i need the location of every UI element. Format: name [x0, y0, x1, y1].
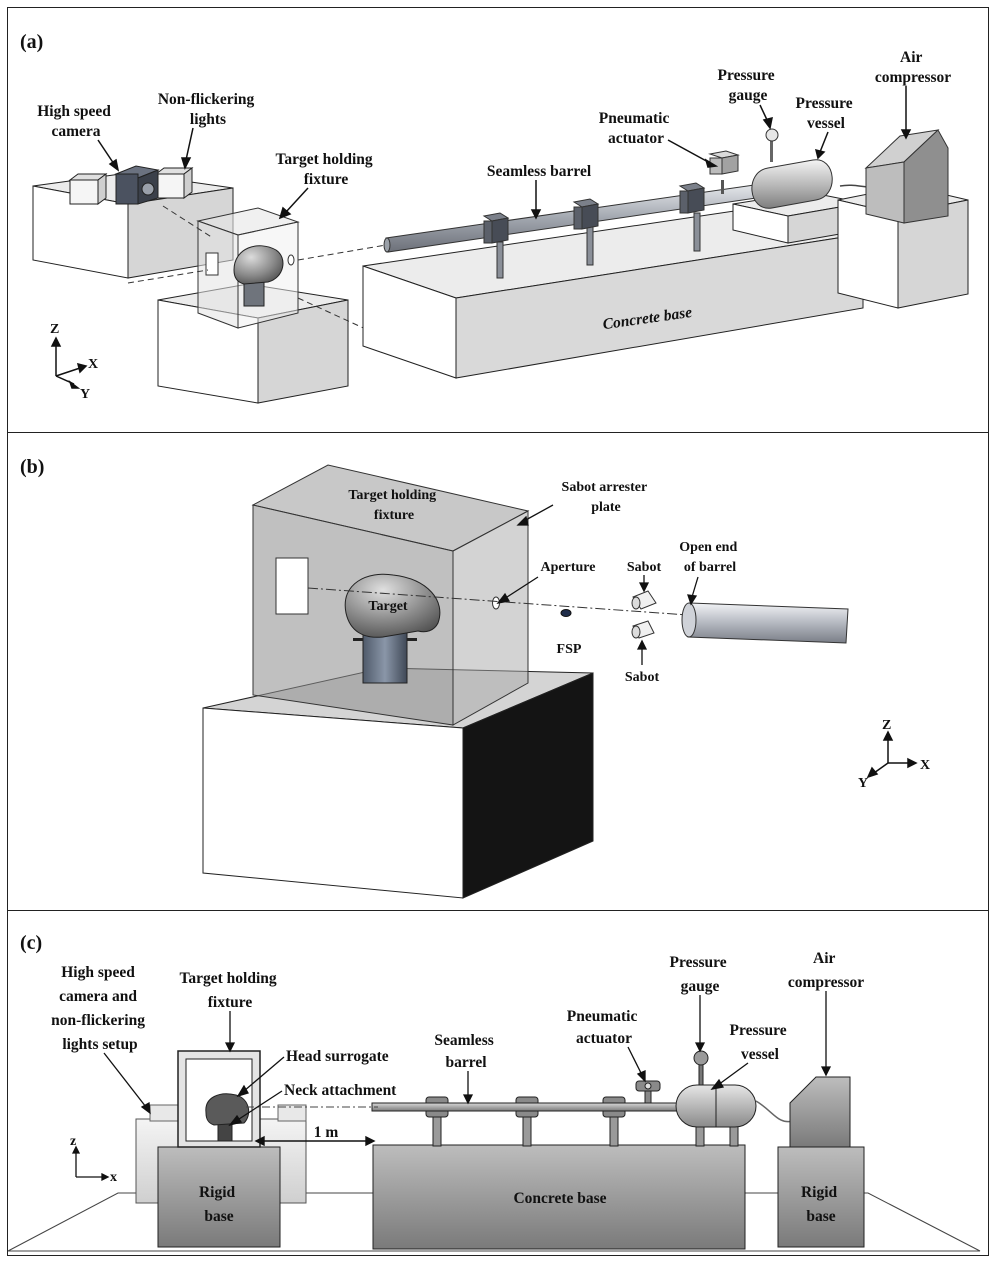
axis-a-x: X	[88, 357, 98, 372]
label-a-compressor: Air compressor	[875, 49, 951, 86]
pressure-gauge-a	[765, 128, 779, 162]
label-a-vessel: Pressure vessel	[796, 95, 857, 132]
label-c-head: Head surrogate	[286, 1048, 389, 1065]
label-a-lights: Non-flickering lights	[158, 91, 258, 128]
axes-a	[50, 336, 88, 389]
label-c-concrete: Concrete base	[513, 1190, 606, 1207]
label-c-actuator: Pneumatic actuator	[567, 1008, 641, 1047]
label-c-rigid-left: Rigid base	[199, 1184, 239, 1225]
label-b-sabot-bottom: Sabot	[625, 670, 660, 685]
label-a-gauge: Pressure gauge	[718, 67, 779, 104]
air-compressor-c	[789, 1076, 851, 1148]
axis-b-y: Y	[858, 776, 868, 791]
panel-c-diagram: (c)	[8, 932, 981, 1252]
target-head-b	[344, 573, 441, 684]
axis-a-y: Y	[80, 387, 90, 402]
seamless-barrel-c	[371, 1102, 681, 1112]
label-a-actuator: Pneumatic actuator	[599, 110, 673, 147]
pressure-vessel-c	[675, 1084, 757, 1128]
panel-c: (c)	[7, 910, 989, 1256]
label-b-open-end: Open end of barrel	[679, 540, 740, 575]
panel-a-diagram: (a)	[20, 31, 969, 404]
label-c-barrel: Seamless barrel	[434, 1032, 497, 1071]
panel-b-diagram: (b) Target holding fixture	[20, 456, 930, 899]
axes-c	[71, 1145, 110, 1182]
air-compressor-a	[864, 129, 949, 224]
rigid-base-right	[777, 1146, 865, 1248]
light-box-right	[154, 167, 194, 199]
leader-arrows-a	[97, 86, 912, 220]
pressure-gauge-c	[693, 1050, 709, 1088]
label-b-aperture: Aperture	[541, 560, 596, 575]
light-box-left	[68, 173, 108, 205]
head-surrogate-a	[233, 245, 284, 307]
fsp-projectile	[560, 609, 572, 617]
label-a-camera: High speed camera	[37, 103, 115, 140]
label-c-distance: 1 m	[314, 1124, 339, 1141]
axis-b-x: X	[920, 758, 930, 773]
label-c-vessel: Pressure vessel	[730, 1022, 791, 1063]
label-c-neck: Neck attachment	[284, 1082, 397, 1099]
axis-c-x: x	[110, 1170, 117, 1185]
label-b-fixture: Target holding fixture	[348, 488, 439, 523]
label-c-rigid-right: Rigid base	[801, 1184, 841, 1225]
panel-b: (b) Target holding fixture	[7, 432, 989, 912]
panel-b-label: (b)	[20, 456, 44, 478]
label-a-fixture: Target holding fixture	[275, 151, 376, 188]
pressure-vessel-a	[751, 159, 833, 209]
label-c-gauge: Pressure gauge	[670, 954, 731, 995]
concrete-base-c	[372, 1144, 746, 1250]
axis-c-z: z	[70, 1134, 76, 1149]
line-of-fire	[307, 587, 689, 616]
sabot-top	[631, 590, 657, 610]
label-c-fixture: Target holding fixture	[179, 970, 280, 1011]
distance-marker	[254, 1135, 376, 1147]
label-c-compressor: Air compressor	[788, 950, 864, 991]
air-hose-c	[755, 1100, 794, 1123]
sabot-bottom	[631, 620, 655, 639]
axis-a-z: Z	[50, 322, 59, 337]
barrel-support-3	[678, 182, 706, 252]
pneumatic-actuator-a	[708, 150, 740, 194]
axes-b	[866, 730, 918, 779]
barrel-support-2	[572, 198, 600, 266]
label-b-fsp: FSP	[557, 642, 582, 657]
label-b-sabot-top: Sabot	[627, 560, 662, 575]
leader-arrows-b	[496, 504, 699, 665]
label-b-arrester: Sabot arrester plate	[562, 480, 651, 515]
panel-c-label: (c)	[20, 932, 42, 954]
axis-b-z: Z	[882, 718, 891, 733]
barrel-open-end	[681, 602, 849, 644]
leader-arrows-c	[103, 991, 832, 1127]
barrel-support-1	[482, 212, 510, 279]
pneumatic-actuator-c	[635, 1080, 661, 1104]
sabot-window	[275, 557, 309, 615]
label-c-camera-setup: High speed camera and non-flickering lig…	[51, 964, 149, 1053]
label-a-barrel: Seamless barrel	[487, 163, 592, 180]
panel-a: (a)	[7, 7, 989, 434]
high-speed-camera	[114, 165, 160, 205]
panel-a-label: (a)	[20, 31, 43, 53]
label-b-target: Target	[368, 599, 407, 614]
